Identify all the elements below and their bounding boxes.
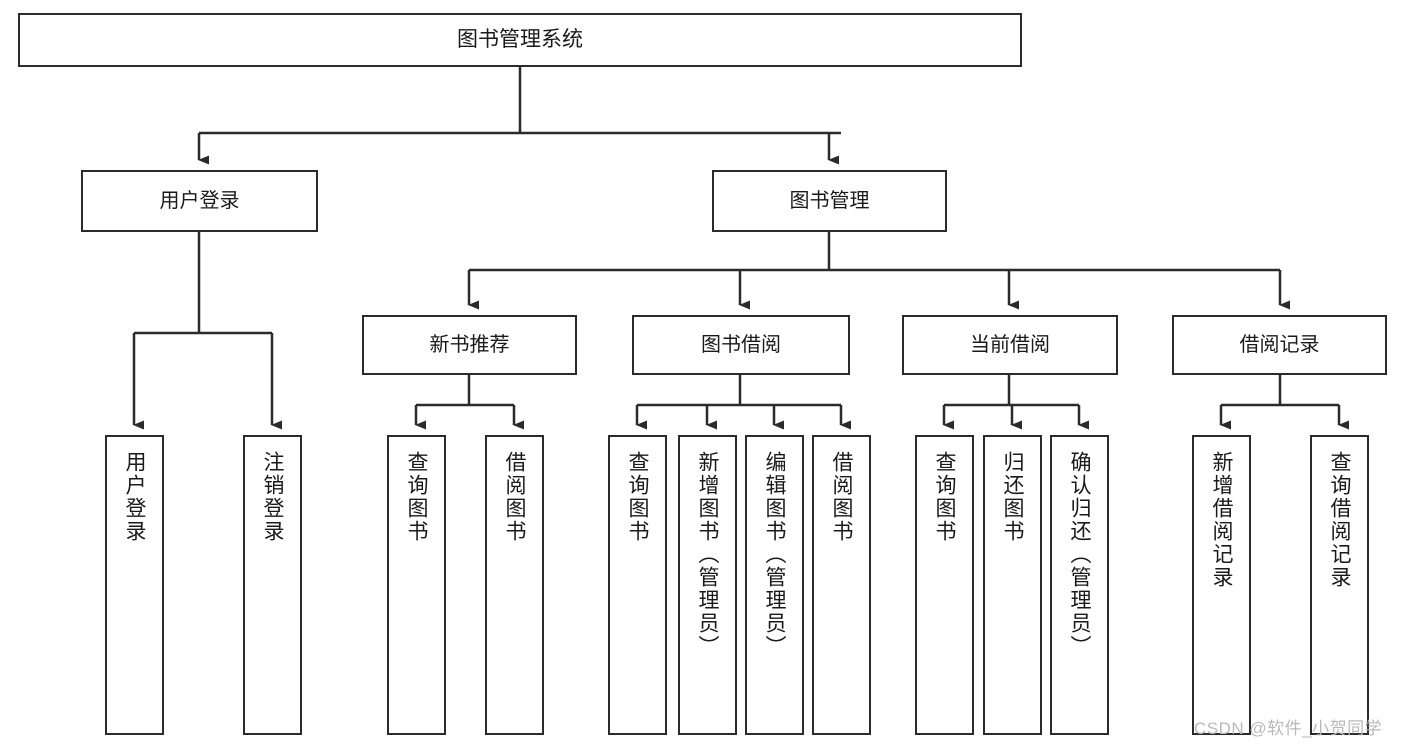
node-current-borrow-label: 当前借阅	[970, 333, 1050, 356]
leaf-query-book-borrow[interactable]: 查询图书	[608, 435, 667, 735]
leaf-label: 确认归还（管理员）	[1068, 451, 1091, 658]
leaf-user-login[interactable]: 用户登录	[105, 435, 164, 735]
leaf-query-borrow-record[interactable]: 查询借阅记录	[1310, 435, 1369, 735]
node-borrow-record[interactable]: 借阅记录	[1172, 315, 1387, 375]
leaf-borrow-book[interactable]: 借阅图书	[812, 435, 871, 735]
leaf-label: 编辑图书（管理员）	[763, 451, 786, 658]
node-root[interactable]: 图书管理系统	[18, 13, 1022, 67]
leaf-label: 注销登录	[261, 451, 284, 543]
leaf-logout[interactable]: 注销登录	[243, 435, 302, 735]
leaf-add-book-admin[interactable]: 新增图书（管理员）	[678, 435, 737, 735]
leaf-label: 用户登录	[123, 451, 146, 543]
leaf-add-borrow-record[interactable]: 新增借阅记录	[1192, 435, 1251, 735]
leaf-label: 新增借阅记录	[1210, 451, 1233, 589]
node-new-book-recommend-label: 新书推荐	[429, 333, 510, 356]
leaf-label: 借阅图书	[503, 451, 526, 543]
leaf-label: 查询图书	[405, 451, 428, 543]
leaf-confirm-return-admin[interactable]: 确认归还（管理员）	[1050, 435, 1109, 735]
node-new-book-recommend[interactable]: 新书推荐	[362, 315, 577, 375]
node-user-login[interactable]: 用户登录	[81, 170, 318, 232]
leaf-label: 归还图书	[1001, 451, 1024, 543]
node-borrow-record-label: 借阅记录	[1239, 333, 1320, 356]
leaf-query-book-current[interactable]: 查询图书	[915, 435, 974, 735]
node-book-management-label: 图书管理	[789, 189, 870, 212]
node-book-borrow[interactable]: 图书借阅	[632, 315, 850, 375]
leaf-edit-book-admin[interactable]: 编辑图书（管理员）	[745, 435, 804, 735]
leaf-label: 查询图书	[626, 451, 649, 543]
node-user-login-label: 用户登录	[159, 189, 240, 212]
leaf-query-book-newbook[interactable]: 查询图书	[387, 435, 446, 735]
leaf-label: 查询图书	[933, 451, 956, 543]
leaf-label: 新增图书（管理员）	[696, 451, 719, 658]
node-book-management[interactable]: 图书管理	[712, 170, 947, 232]
leaf-label: 借阅图书	[830, 451, 853, 543]
leaf-return-book[interactable]: 归还图书	[983, 435, 1042, 735]
leaf-label: 查询借阅记录	[1328, 451, 1351, 589]
csdn-watermark: CSDN @软件_小贺同学	[1194, 719, 1383, 738]
leaf-borrow-book-newbook[interactable]: 借阅图书	[485, 435, 544, 735]
node-book-borrow-label: 图书借阅	[701, 333, 781, 356]
node-current-borrow[interactable]: 当前借阅	[902, 315, 1118, 375]
node-root-label: 图书管理系统	[457, 27, 583, 51]
